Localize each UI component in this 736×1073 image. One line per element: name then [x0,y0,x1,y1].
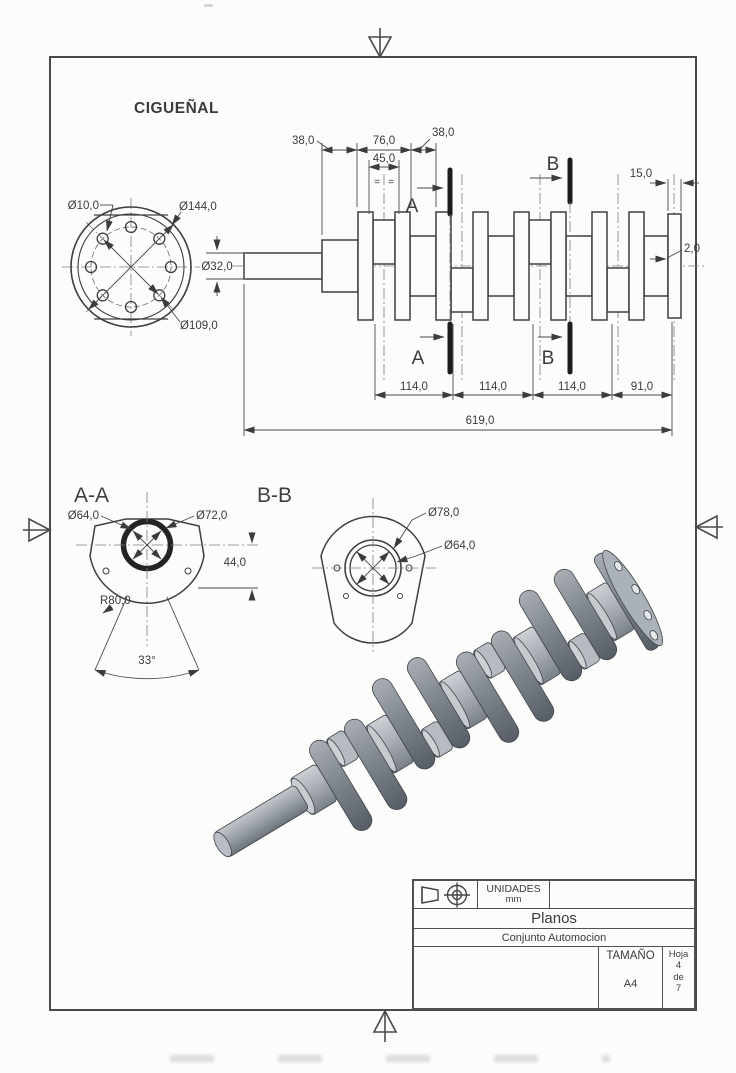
side-view-bottom-dims: 114,0 114,0 114,0 91,0 619,0 [243,284,673,436]
project-title-row: Planos [414,909,694,929]
center-mark-bottom [372,1009,398,1042]
project-title: Planos [531,910,577,927]
dim-bb-inner: Ø64,0 [444,540,475,552]
front-view-leaders: Ø10,0 Ø144,0 Ø109,0 [68,200,218,332]
project-subtitle-row: Conjunto Automocion [414,929,694,947]
dim-span-3: 114,0 [558,381,586,393]
side-view: 38,0 76,0 45,0 38,0 = = 15,0 2,0 Ø32,0 [201,127,706,436]
dim-2: 2,0 [684,243,700,255]
dim-aa-angle: 33° [138,655,155,667]
size-label: TAMAÑO [606,950,655,962]
center-mark-right [694,514,723,540]
project-subtitle: Conjunto Automocion [501,931,607,944]
page-title: CIGUEÑAL [134,99,219,117]
iso-flange [593,550,664,651]
shaft-diameter-dim: Ø32,0 [201,236,248,296]
center-mark-top [367,28,393,59]
dim-aa-inner: Ø64,0 [68,510,99,522]
dim-front-boltcircle: Ø109,0 [180,320,218,332]
section-cut-b: B B [530,154,573,375]
section-label-a-bottom: A [412,348,425,369]
sheet-number-cell: Hoja 4 de 7 [662,947,694,1008]
dim-front-hole: Ø10,0 [68,200,99,212]
dim-total-length: 619,0 [466,415,495,427]
section-view-aa: A-A Ø64,0 Ø72,0 44,0 R80,0 33° [68,484,258,680]
scan-artifact [170,1055,610,1062]
section-label-b-top: B [547,154,560,175]
front-view: Ø10,0 Ø144,0 Ø109,0 [62,198,218,336]
crankshaft-side-profile [243,211,682,321]
dim-aa-radius: R80,0 [100,595,131,607]
units-cell: UNIDADES mm [478,881,550,908]
equal-mark-2: = [388,177,394,188]
iso-throw-1 [309,714,414,831]
section-bb-title: B-B [257,484,292,507]
scan-artifact-speck [204,4,213,7]
iso-throw-2 [371,657,488,770]
side-view-right-dims: 15,0 2,0 [630,168,700,263]
dim-aa-outer: Ø72,0 [196,510,227,522]
iso-view [213,550,664,858]
iso-throw-4 [518,568,634,682]
dim-76: 76,0 [373,135,395,147]
projection-symbol-icon [420,882,470,907]
side-view-top-dims: 38,0 76,0 45,0 38,0 = = [292,127,454,235]
section-label-a-top: A [406,196,419,217]
equal-mark-1: = [374,177,380,188]
section-cut-a: A A [406,167,453,375]
dim-15: 15,0 [630,168,652,180]
title-block-row-bottom: TAMAÑO A4 Hoja 4 de 7 [414,947,694,1008]
section-bb-dims: Ø78,0 Ø64,0 [393,507,475,563]
dim-span-4: 91,0 [631,381,653,393]
sheet-of-label: de [673,971,684,983]
dim-38-left: 38,0 [292,135,314,147]
sheet-label: Hoja [668,949,689,960]
sheet-frame [49,56,697,1011]
projection-symbol-cell [414,881,478,908]
title-block: UNIDADES mm Planos Conjunto Automocion T… [412,879,696,1010]
dim-45: 45,0 [373,153,395,165]
section-view-bb: B-B Ø78,0 Ø64,0 [257,484,475,652]
paper-size-cell: TAMAÑO A4 [598,947,662,1008]
dim-span-2: 114,0 [479,381,507,393]
section-label-b-bottom: B [542,348,555,369]
sheet-total: 7 [675,983,682,995]
dim-shaft-diameter: Ø32,0 [201,261,232,273]
dim-bb-outer: Ø78,0 [428,507,459,519]
section-aa-title: A-A [74,484,109,507]
size-value: A4 [623,978,638,990]
dim-aa-offset: 44,0 [224,557,246,569]
section-aa-dims: Ø64,0 Ø72,0 44,0 R80,0 33° [68,510,258,680]
dim-38-right: 38,0 [432,127,454,139]
title-block-row-top: UNIDADES mm [414,881,694,909]
units-value: mm [505,894,522,906]
dim-front-outer: Ø144,0 [179,201,217,213]
iso-shaft [213,764,337,858]
sheet-number: 4 [675,960,682,972]
center-marks [23,28,723,1042]
units-label: UNIDADES [486,883,541,895]
dim-span-1: 114,0 [400,381,428,393]
center-mark-left [23,517,52,543]
